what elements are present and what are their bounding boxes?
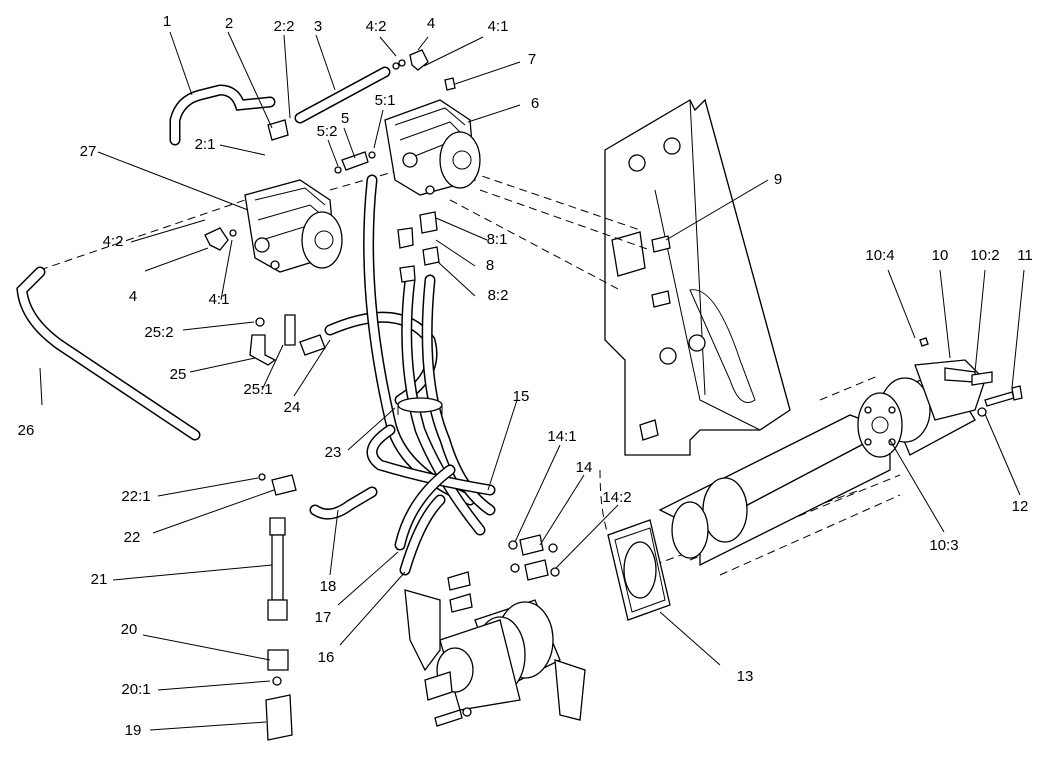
callout-11: 11 bbox=[1017, 247, 1033, 264]
hidden-frame-lines bbox=[39, 169, 901, 576]
callout-9: 9 bbox=[774, 171, 782, 188]
callout-22-1: 22:1 bbox=[121, 488, 150, 505]
callout-6: 6 bbox=[531, 95, 539, 112]
tube-frame bbox=[658, 414, 892, 567]
gasket-plate bbox=[607, 519, 671, 621]
callout-5-1: 5:1 bbox=[375, 92, 396, 109]
mounting-plate bbox=[604, 98, 791, 456]
callout-2-1: 2:1 bbox=[195, 136, 216, 153]
callout-25-1: 25:1 bbox=[243, 381, 272, 398]
callout-1: 1 bbox=[163, 13, 171, 30]
callout-19: 19 bbox=[125, 722, 142, 739]
leader-lines bbox=[39, 31, 1025, 731]
callout-20: 20 bbox=[121, 621, 138, 638]
callout-23: 23 bbox=[325, 444, 342, 461]
callout-15: 15 bbox=[513, 388, 530, 405]
callout-2: 2 bbox=[225, 15, 233, 32]
callout-8: 8 bbox=[486, 257, 494, 274]
callout-18: 18 bbox=[320, 578, 337, 595]
callout-8-2: 8:2 bbox=[488, 287, 509, 304]
bolt-and-washer-right bbox=[977, 385, 1023, 417]
callout-8-1: 8:1 bbox=[487, 231, 508, 248]
callout-14-2: 14:2 bbox=[602, 489, 631, 506]
callout-10-2: 10:2 bbox=[970, 247, 999, 264]
hydraulic-motor-bottom bbox=[404, 589, 586, 727]
hydraulic-motor-right bbox=[857, 337, 993, 458]
fittings bbox=[204, 49, 671, 741]
callout-21: 21 bbox=[91, 571, 108, 588]
callout-4-top: 4 bbox=[427, 15, 435, 32]
callout-14: 14 bbox=[576, 459, 593, 476]
callout-10: 10 bbox=[932, 247, 949, 264]
callout-2-2: 2:2 bbox=[274, 18, 295, 35]
callout-24: 24 bbox=[284, 399, 301, 416]
callout-17: 17 bbox=[315, 609, 332, 626]
callout-13: 13 bbox=[737, 668, 754, 685]
callout-5-2: 5:2 bbox=[317, 123, 338, 140]
callout-5: 5 bbox=[341, 110, 349, 127]
callout-4-1-top: 4:1 bbox=[488, 18, 509, 35]
pump-left bbox=[244, 179, 343, 273]
callout-16: 16 bbox=[318, 649, 335, 666]
callout-20-1: 20:1 bbox=[121, 681, 150, 698]
callout-7: 7 bbox=[528, 51, 536, 68]
callout-12: 12 bbox=[1012, 498, 1029, 515]
callout-4-2-top: 4:2 bbox=[366, 18, 387, 35]
callout-27: 27 bbox=[80, 143, 97, 160]
callout-4-2-left: 4:2 bbox=[103, 233, 124, 250]
hose-clamp bbox=[397, 397, 443, 415]
callout-labels: 1 2 2:2 3 4:2 4 4:1 7 6 5:1 5 5:2 2:1 27… bbox=[18, 13, 1033, 739]
callout-10-3: 10:3 bbox=[929, 537, 958, 554]
callout-4-left: 4 bbox=[129, 288, 137, 305]
callout-10-4: 10:4 bbox=[865, 247, 894, 264]
callout-14-1: 14:1 bbox=[547, 428, 576, 445]
callout-26: 26 bbox=[18, 422, 35, 439]
callout-22: 22 bbox=[124, 529, 141, 546]
hoses bbox=[16, 66, 496, 576]
pump-upper bbox=[384, 77, 481, 196]
callout-25: 25 bbox=[170, 366, 187, 383]
callout-3: 3 bbox=[314, 18, 322, 35]
callout-25-2: 25:2 bbox=[144, 324, 173, 341]
callout-4-1-left: 4:1 bbox=[209, 291, 230, 308]
